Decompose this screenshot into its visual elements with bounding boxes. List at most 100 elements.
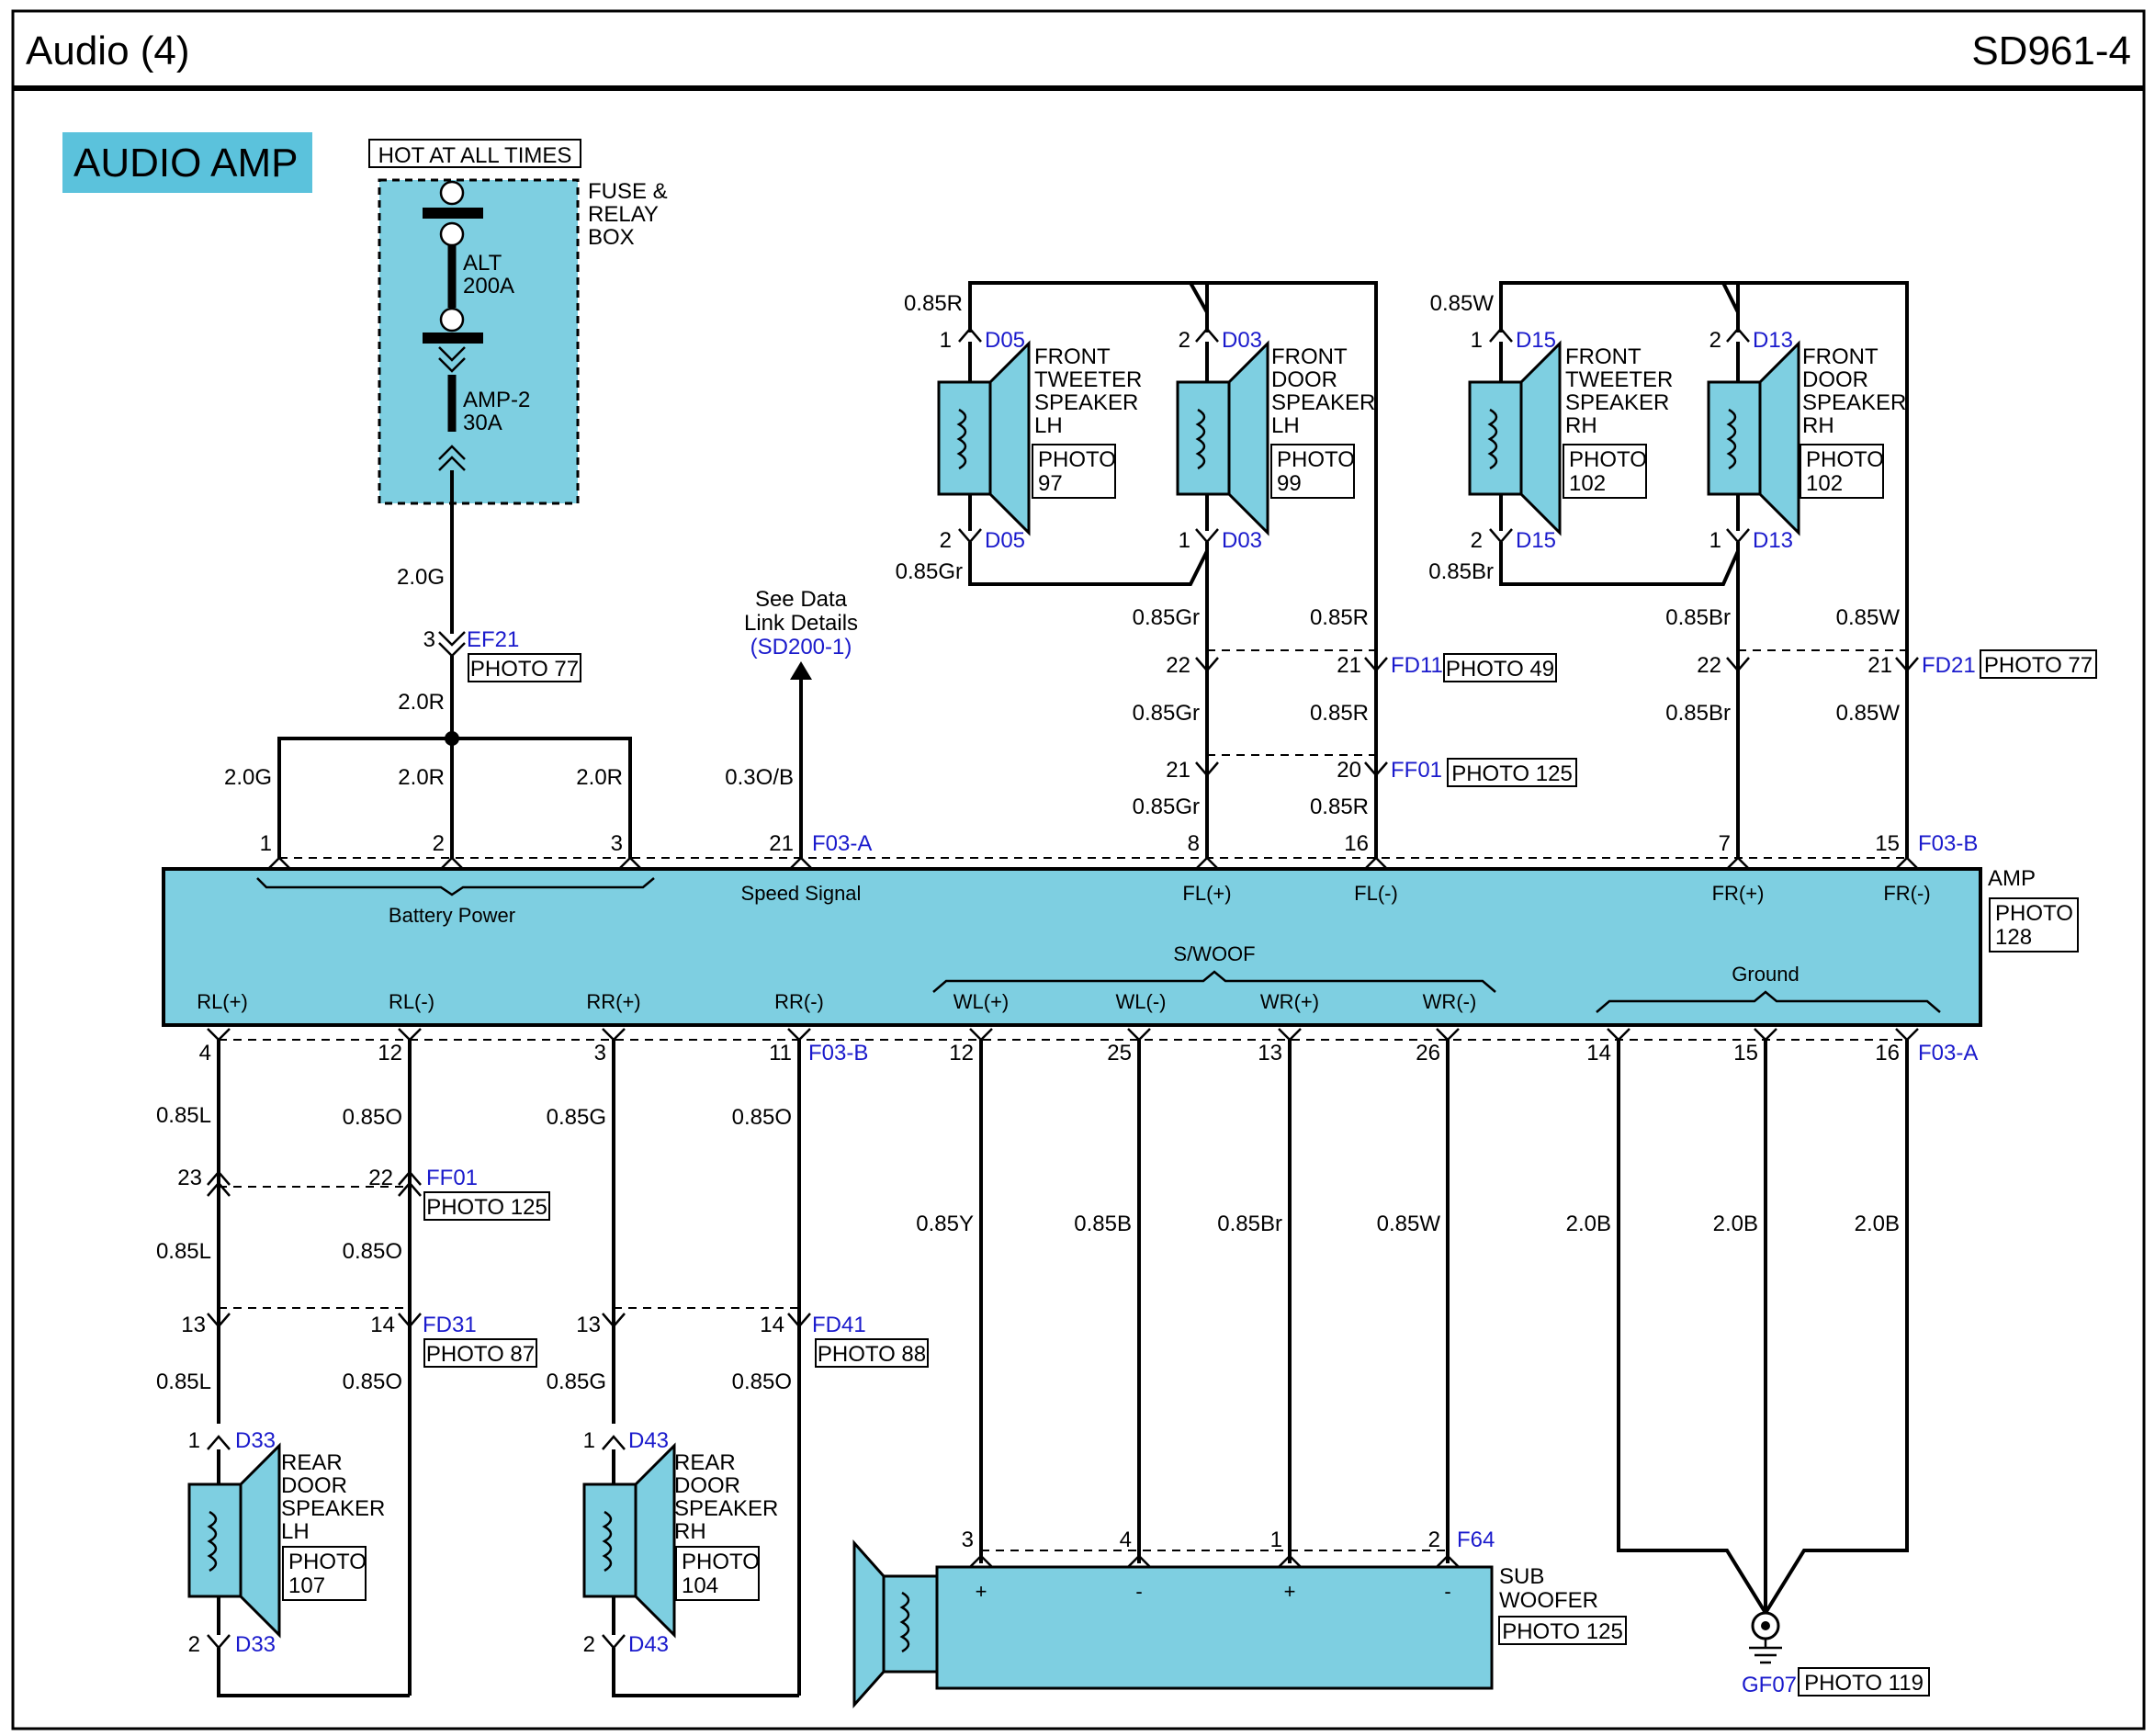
front-door-lh-line-2: DOOR [1271, 367, 1337, 392]
page-code: SD961-4 [1971, 28, 2131, 73]
ground-wire-14 [1617, 1040, 1767, 1615]
ef21-connector-symbol [438, 631, 466, 658]
front-door-rh-line-1: FRONT [1802, 344, 1879, 369]
rear-rh-line-2: DOOR [674, 1473, 740, 1498]
subwoofer-speaker-icon [852, 1539, 939, 1708]
amp-pin-b14: 14 [1586, 1041, 1611, 1065]
subwoofer-photo: PHOTO 125 [1502, 1619, 1623, 1644]
page-title: Audio (4) [26, 28, 190, 73]
d13-pin-bottom: 1 [1709, 528, 1721, 553]
front-tweeter-rh-line-1: FRONT [1565, 344, 1642, 369]
alt-fuse [423, 180, 483, 344]
front-door-lh-speaker-icon [1176, 340, 1269, 536]
rr-pos-wire-label-2: 0.85G [547, 1370, 606, 1394]
rear-lh-photo-1: PHOTO [288, 1550, 367, 1574]
rr-pos-wire-label-1: 0.85G [547, 1105, 606, 1130]
rear-lh-line-1: REAR [281, 1450, 343, 1475]
d33-connector-bottom: D33 [235, 1632, 276, 1657]
fl-neg-wire-label-3: 0.85R [1310, 795, 1369, 819]
subwoofer-photo-box [1498, 1616, 1627, 1645]
front-lh-tweeter-wire-top: 0.85R [904, 291, 963, 316]
amp-pin-b12: 12 [378, 1041, 402, 1065]
fl-neg-wire [1190, 281, 1378, 858]
d33-connector-top: D33 [235, 1428, 276, 1453]
fd11-photo-box [1443, 653, 1557, 682]
d05-top-symbol [958, 327, 982, 343]
rear-rh-photo-box [675, 1546, 760, 1601]
sub-polarity-3: + [1284, 1580, 1296, 1603]
data-link-ref[interactable]: (SD200-1) [750, 635, 852, 659]
subwoofer-name-1: SUB [1499, 1564, 1544, 1589]
ground-symbol-icon [1749, 1611, 1782, 1664]
amp-top-connector-b: F03-B [1918, 831, 1978, 856]
fr-neg-wire-label-1: 0.85W [1836, 605, 1901, 630]
rr-pos-label: RR(+) [586, 990, 640, 1013]
ef21-photo: PHOTO 77 [470, 657, 579, 682]
wl-neg-label: WL(-) [1116, 990, 1167, 1013]
rear-lh-return-wire [217, 1648, 410, 1697]
front-lh-top-wire [968, 281, 1209, 333]
rear-rh-photo-2: 104 [682, 1573, 718, 1598]
subwoofer-body [935, 1565, 1494, 1690]
rl-neg-wire-label-2: 0.85O [343, 1239, 402, 1264]
amp-pin-b12w: 12 [949, 1041, 974, 1065]
fd21-pin-right: 21 [1867, 653, 1892, 678]
fuse-box-name-2: RELAY [588, 202, 659, 227]
front-tweeter-lh-speaker-icon [937, 340, 1031, 536]
amp-pin-15: 15 [1875, 831, 1900, 856]
supply-wire-center-label: 2.0R [398, 765, 445, 790]
hot-label: HOT AT ALL TIMES [378, 143, 572, 168]
d43-connector-bottom: D43 [628, 1632, 669, 1657]
d05-pin-top: 1 [940, 328, 952, 353]
front-door-lh-line-1: FRONT [1271, 344, 1348, 369]
f64-pin-markers [969, 1554, 1460, 1568]
amp-pin-b16: 16 [1875, 1041, 1900, 1065]
front-door-lh-photo-2: 99 [1277, 471, 1302, 496]
hot-label-box [368, 139, 581, 168]
amp-block [162, 867, 1982, 1027]
fr-neg-label: FR(-) [1883, 882, 1930, 905]
front-door-rh-line-3: SPEAKER [1802, 390, 1906, 415]
d13-top-symbol [1726, 327, 1750, 343]
speed-signal-label: Speed Signal [741, 882, 862, 905]
amp-photo-2: 128 [1995, 925, 2032, 950]
front-tweeter-lh-line-1: FRONT [1034, 344, 1111, 369]
ground-photo-box [1798, 1667, 1930, 1697]
ground-photo: PHOTO 119 [1804, 1671, 1924, 1696]
rr-neg-label: RR(-) [774, 990, 824, 1013]
d13-connector-bottom: D13 [1753, 528, 1793, 553]
fuse-box-name-3: BOX [588, 225, 635, 250]
front-tweeter-rh-line-2: TWEETER [1565, 367, 1673, 392]
fd31-photo-box [423, 1338, 537, 1368]
supply-wire-right-label: 2.0R [576, 765, 623, 790]
fr-pos-wire-label-2: 0.85Br [1665, 701, 1731, 726]
wr-neg-label: WR(-) [1423, 990, 1477, 1013]
ground-connector: GF07 [1742, 1673, 1797, 1697]
fuse-box-name-1: FUSE & [588, 179, 668, 204]
page-frame [11, 9, 2146, 1730]
ef21-photo-box [468, 653, 581, 682]
alt-fuse-rating: 200A [463, 274, 514, 299]
swoof-brace [932, 970, 1496, 993]
fl-neg-wire-label-2: 0.85R [1310, 701, 1369, 726]
sub-polarity-1: + [976, 1580, 987, 1603]
fl-neg-wire-label-1: 0.85R [1310, 605, 1369, 630]
amp-pin-3: 3 [611, 831, 623, 856]
d33-bottom-symbol [207, 1634, 231, 1650]
amp-bottom-connector-b: F03-B [808, 1041, 868, 1065]
front-lh-bottom-wire [968, 542, 1209, 586]
amp2-fuse [438, 346, 466, 471]
d03-top-symbol [1195, 327, 1219, 343]
rl-pos-wire-label-1: 0.85L [156, 1103, 211, 1128]
fd21-pin-left: 22 [1697, 653, 1721, 678]
fd41-pin-right: 14 [760, 1313, 784, 1337]
amp-pin-b15: 15 [1733, 1041, 1758, 1065]
rl-pos-wire-label-2: 0.85L [156, 1239, 211, 1264]
fl-pos-wire-label-3: 0.85Gr [1133, 795, 1200, 819]
supply-wire-left-label: 2.0G [224, 765, 272, 790]
d15-bottom-symbol [1489, 528, 1513, 544]
amp-pin-2: 2 [433, 831, 445, 856]
fl-neg-label: FL(-) [1354, 882, 1398, 905]
front-tweeter-rh-line-3: SPEAKER [1565, 390, 1669, 415]
front-door-lh-photo-1: PHOTO [1277, 447, 1355, 472]
